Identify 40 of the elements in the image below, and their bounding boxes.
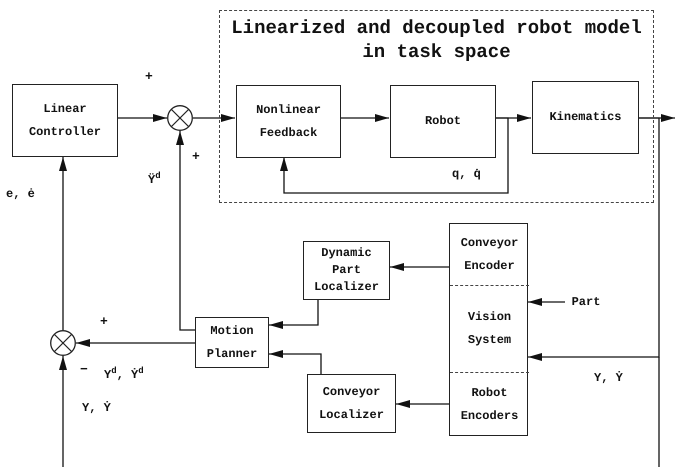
block-section: Robot Encoders (450, 372, 529, 437)
input-label: Part (565, 294, 607, 310)
sign-label: + (192, 150, 200, 163)
signal-label: q, q̇ (452, 168, 481, 180)
signal-label: Ÿ$^{d}$ (148, 172, 161, 186)
sign-label: + (100, 315, 108, 328)
signal-label: Y, Ẏ (594, 372, 623, 384)
process-box: Dynamic Part Localizer (303, 241, 390, 300)
process-box: Robot (390, 85, 496, 158)
arrow (193, 114, 235, 122)
arrow (118, 114, 167, 122)
sign-label: − (80, 363, 88, 376)
summing-junction (50, 330, 76, 356)
process-box: Nonlinear Feedback (236, 85, 341, 158)
arrow (528, 298, 565, 306)
block-section: Conveyor Encoder (450, 224, 529, 285)
arrow (528, 117, 660, 361)
dashed-group (219, 10, 654, 203)
summing-junction (167, 105, 193, 131)
arrow (280, 117, 509, 194)
arrow (76, 339, 195, 347)
block-section: Vision System (450, 285, 529, 372)
process-box: Linear Controller (12, 84, 118, 157)
process-box: Conveyor Localizer (307, 374, 396, 433)
sign-label: + (145, 70, 153, 83)
arrow (269, 300, 319, 329)
arrow (176, 131, 195, 331)
signal-label: Y, Ẏ (82, 402, 111, 414)
signal-label: e, ė (6, 188, 35, 200)
group-title: Linearized and decoupled robot model in task space (230, 16, 643, 64)
arrow (59, 157, 67, 330)
arrow (269, 350, 322, 374)
arrow (390, 263, 449, 271)
signal-label: Y$^{d}$, Ẏ$^{d}$ (104, 367, 144, 381)
process-box: Motion Planner (195, 317, 269, 368)
arrow (396, 400, 449, 408)
process-box: Kinematics (532, 81, 639, 154)
sensor-block (449, 223, 528, 436)
arrow (59, 356, 67, 467)
arrow (340, 114, 389, 122)
